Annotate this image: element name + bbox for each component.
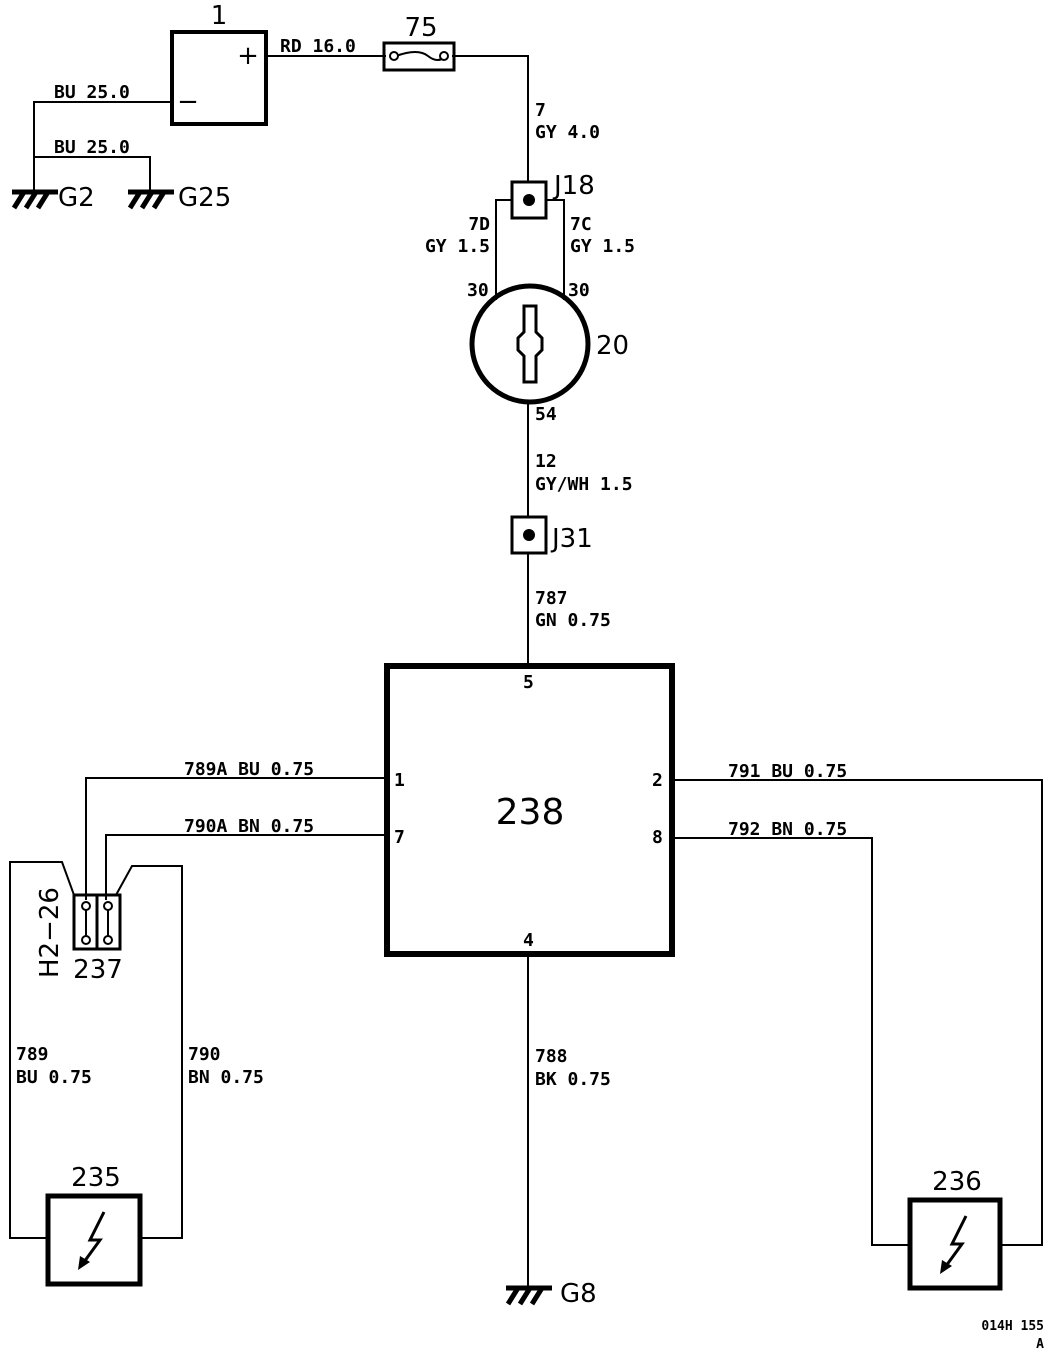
reference-code-text: 014H 155 — [981, 1319, 1044, 1334]
control-module-id: 238 — [496, 792, 565, 833]
fuse: 75 — [382, 13, 456, 72]
switch-pin-30-left: 30 — [467, 280, 489, 301]
module-pin-2: 2 — [652, 770, 663, 791]
label-w7c-spec: GY 1.5 — [570, 236, 635, 257]
connector-code: H2−26 — [35, 887, 65, 978]
wire-790a — [105, 834, 387, 900]
battery: 1 + − — [170, 1, 268, 126]
wire-bu-ground — [33, 156, 151, 184]
ground-g8: G8 — [505, 1279, 597, 1309]
label-w788-num: 788 — [535, 1046, 568, 1067]
label-w787-spec: GN 0.75 — [535, 610, 611, 631]
ground-g25: G25 — [127, 183, 231, 213]
junction-j18: J18 — [510, 171, 595, 220]
wire-7-gy — [452, 55, 529, 182]
wire-labels: BU 25.0 BU 25.0 RD 16.0 7 GY 4.0 7D GY 1… — [16, 36, 847, 1090]
module-pin-1: 1 — [394, 770, 405, 791]
reference-code: 014H 155 A — [981, 1319, 1044, 1352]
switch-pin-54: 54 — [535, 404, 557, 425]
label-w792: 792 BN 0.75 — [728, 819, 847, 840]
label-bu-batt: BU 25.0 — [54, 82, 130, 103]
wire-791 — [672, 779, 1043, 1246]
wire-789 — [9, 861, 75, 1239]
label-w7-spec: GY 4.0 — [535, 122, 600, 143]
label-w7-num: 7 — [535, 100, 546, 121]
label-w790-num: 790 — [188, 1044, 221, 1065]
label-w789a: 789A BU 0.75 — [184, 759, 314, 780]
reference-rev: A — [1036, 1337, 1044, 1352]
switch-pin-30-right: 30 — [568, 280, 590, 301]
battery-id: 1 — [211, 1, 228, 31]
module-pin-4: 4 — [523, 930, 534, 951]
module-pin-5: 5 — [523, 672, 534, 693]
ground-g25-label: G25 — [178, 183, 231, 213]
ground-g2-label: G2 — [58, 183, 95, 213]
label-w787-num: 787 — [535, 588, 568, 609]
label-w790a: 790A BN 0.75 — [184, 816, 314, 837]
label-w7d-spec: GY 1.5 — [425, 236, 490, 257]
label-w7d-num: 7D — [468, 214, 490, 235]
wires — [9, 55, 1043, 1282]
battery-plus: + — [237, 41, 259, 71]
label-w12-num: 12 — [535, 451, 557, 472]
fuse-id: 75 — [404, 13, 437, 43]
module-pin-8: 8 — [652, 827, 663, 848]
sensor-236: 236 — [907, 1167, 1003, 1291]
junction-j31: J31 — [510, 515, 593, 555]
label-w789-num: 789 — [16, 1044, 49, 1065]
wire-790 — [115, 865, 183, 1239]
label-rd: RD 16.0 — [280, 36, 356, 57]
wire-792 — [672, 837, 910, 1246]
sensor-236-id: 236 — [932, 1167, 982, 1197]
ground-g2: G2 — [11, 183, 95, 213]
ground-g8-label: G8 — [560, 1279, 597, 1309]
sensor-235-id: 235 — [71, 1163, 121, 1193]
label-w12-spec: GY/WH 1.5 — [535, 474, 633, 495]
label-w790-spec: BN 0.75 — [188, 1067, 264, 1088]
ignition-switch-id: 20 — [596, 331, 629, 361]
label-bu-ground: BU 25.0 — [54, 137, 130, 158]
label-w788-spec: BK 0.75 — [535, 1069, 611, 1090]
module-pin-7: 7 — [394, 827, 405, 848]
wire-7d — [495, 199, 512, 300]
sensor-235: 235 — [45, 1163, 143, 1287]
battery-minus: − — [177, 87, 199, 117]
ignition-switch: 20 30 30 54 — [467, 280, 629, 425]
control-module: 238 5 4 1 7 2 8 — [384, 663, 675, 957]
label-w791: 791 BU 0.75 — [728, 761, 847, 782]
wire-789a — [85, 777, 387, 900]
connector-237-id: 237 — [73, 955, 123, 985]
junction-j18-label: J18 — [552, 171, 595, 201]
label-w7c-num: 7C — [570, 214, 592, 235]
connector-237: 237 H2−26 — [35, 887, 123, 985]
wire-7c — [546, 199, 565, 300]
junction-j31-label: J31 — [550, 524, 593, 554]
label-w789-spec: BU 0.75 — [16, 1067, 92, 1088]
